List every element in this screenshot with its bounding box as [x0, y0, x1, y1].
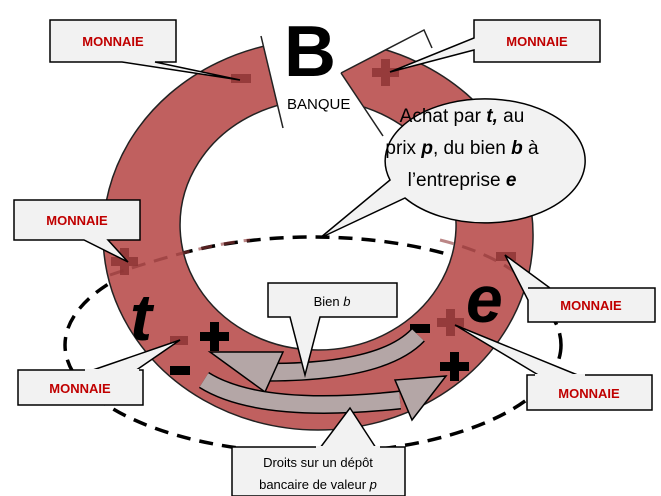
minus-icon [231, 74, 251, 83]
minus-icon [410, 324, 430, 333]
svg-text:MONNAIE: MONNAIE [560, 298, 622, 313]
deposit-callout: Droits sur un dépôt bancaire de valeur p [231, 406, 406, 496]
bank-label: BANQUE [287, 96, 350, 113]
svg-text:MONNAIE: MONNAIE [49, 381, 111, 396]
money-callout-mid-right: MONNAIE [504, 254, 656, 323]
svg-text:MONNAIE: MONNAIE [506, 34, 568, 49]
money-callout-top-left: MONNAIE [49, 19, 241, 81]
good-callout: Bien b [267, 282, 398, 378]
svg-text:l’entreprise e: l’entreprise e [408, 170, 517, 191]
deposit-arrow [198, 371, 448, 422]
plus-icon [437, 309, 464, 336]
money-callout-mid-left: MONNAIE [13, 199, 141, 263]
plus-icon [372, 59, 399, 86]
purchase-bubble: Achat par t, au prix p, du bien b à l’en… [319, 98, 586, 239]
agent-t: t [130, 280, 155, 354]
plus-icon [200, 322, 229, 351]
plus-icon [440, 352, 469, 381]
svg-text:MONNAIE: MONNAIE [46, 213, 108, 228]
money-callout-bottom-right: MONNAIE [454, 324, 653, 411]
good-arrow [207, 328, 425, 394]
svg-text:Droits sur un dépôt: Droits sur un dépôt [263, 455, 373, 470]
plus-icon [111, 248, 138, 275]
svg-text:Achat par t, au: Achat par t, au [400, 106, 525, 127]
svg-text:prix p, du bien b à: prix p, du bien b à [385, 138, 539, 159]
money-callout-top-right: MONNAIE [389, 19, 601, 73]
svg-text:MONNAIE: MONNAIE [82, 34, 144, 49]
claim-signs [170, 322, 469, 381]
svg-text:Bien b: Bien b [314, 294, 351, 309]
money-callout-bottom-left: MONNAIE [17, 339, 181, 406]
minus-icon [170, 366, 190, 375]
transaction-ellipse [63, 235, 563, 455]
agent-e: e [466, 262, 503, 336]
bank-letter: B [284, 12, 336, 92]
svg-text:MONNAIE: MONNAIE [558, 386, 620, 401]
svg-text:bancaire de valeur p: bancaire de valeur p [259, 477, 377, 492]
